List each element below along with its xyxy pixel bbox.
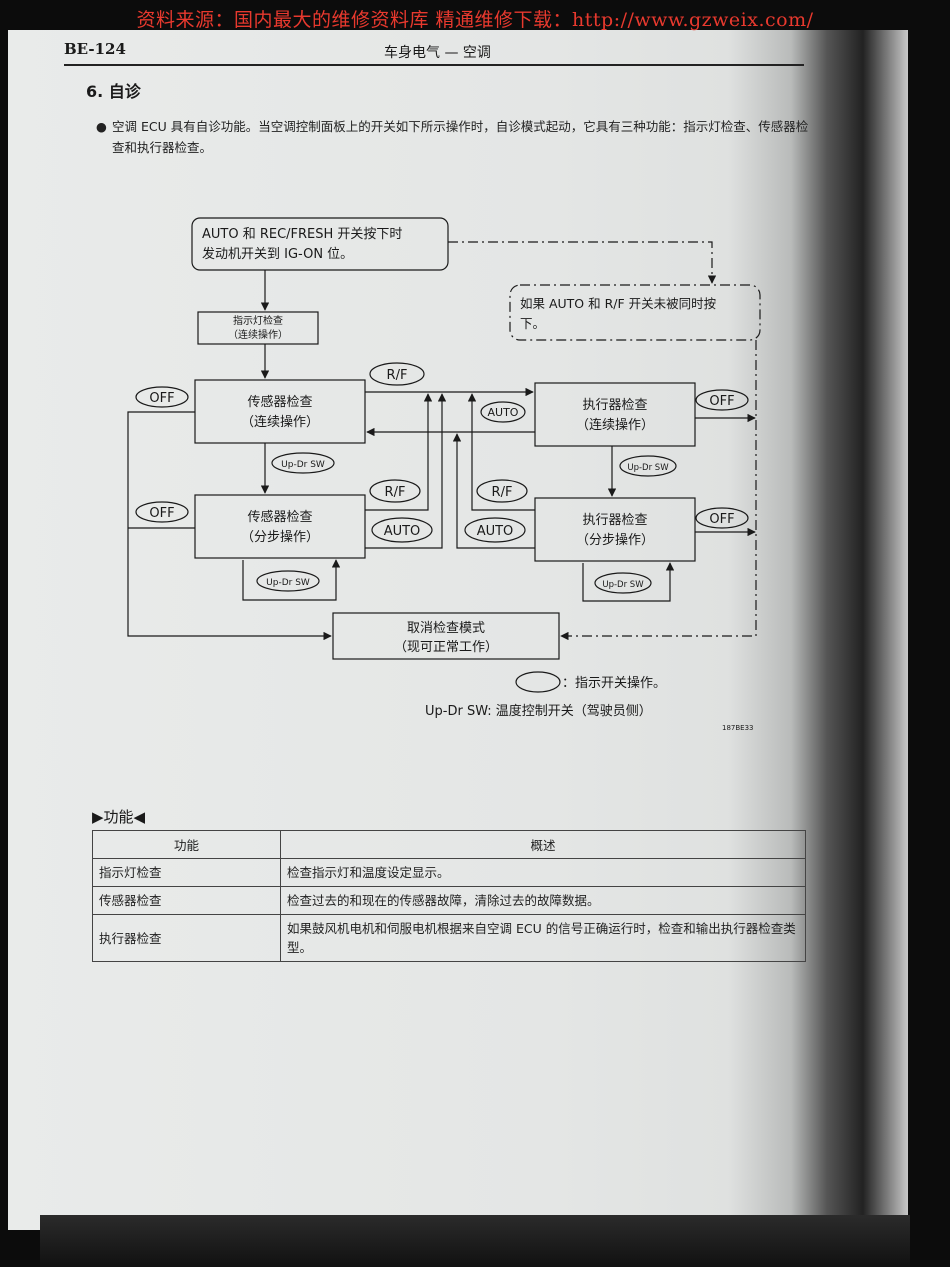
intro-paragraph: ● 空调 ECU 具有自诊功能。当空调控制面板上的开关如下所示操作时，自诊模式起… xyxy=(96,116,811,158)
paper-bottom-shadow xyxy=(40,1215,910,1267)
off-label: OFF xyxy=(149,506,174,521)
off-label: OFF xyxy=(709,512,734,527)
rf-switch-oval xyxy=(369,362,425,386)
table-header-row: 功能 概述 xyxy=(92,830,806,859)
bullet-icon: ● xyxy=(96,119,107,134)
table-row: 指示灯检查 检查指示灯和温度设定显示。 xyxy=(92,858,806,887)
auto-switch-oval xyxy=(371,517,433,543)
functions-table: 功能 概述 指示灯检查 检查指示灯和温度设定显示。 传感器检查 检查过去的和现在… xyxy=(92,830,806,962)
off-switch-oval xyxy=(695,507,749,529)
start-text-1: AUTO 和 REC/FRESH 开关按下时 xyxy=(202,227,402,242)
section-title: 6. 自诊 xyxy=(86,82,141,101)
column-header-summary: 概述 xyxy=(280,830,806,859)
legend-updr-text: Up-Dr SW: 温度控制开关（驾驶员侧） xyxy=(425,703,652,719)
auto-switch-oval xyxy=(464,517,526,543)
intro-text: 空调 ECU 具有自诊功能。当空调控制面板上的开关如下所示操作时，自诊模式起动，… xyxy=(112,119,809,155)
sensor-check-step-box xyxy=(194,494,366,559)
rf-label: R/F xyxy=(387,368,408,383)
off-switch-oval xyxy=(135,386,189,408)
updr-label: Up-Dr SW xyxy=(602,580,644,590)
updr-label: Up-Dr SW xyxy=(266,578,310,588)
function-name-cell: 执行器检查 xyxy=(92,914,281,962)
rf-label: R/F xyxy=(385,485,406,500)
indicator-check-box xyxy=(197,311,319,345)
column-header-function: 功能 xyxy=(92,830,281,859)
table-row: 执行器检查 如果鼓风机电机和伺服电机根据来自空调 ECU 的信号正确运行时，检查… xyxy=(92,914,806,962)
chapter-title: 车身电气 — 空调 xyxy=(384,45,491,61)
off-switch-oval xyxy=(695,389,749,411)
paper-sheet xyxy=(8,30,908,1230)
legend-oval xyxy=(515,671,561,693)
updr-switch-oval xyxy=(256,570,320,592)
cancel-check-mode-box xyxy=(332,612,560,660)
function-desc-cell: 检查指示灯和温度设定显示。 xyxy=(280,858,806,887)
sensor-cont-text-1: 传感器检查 xyxy=(247,394,312,410)
actuator-check-step-box xyxy=(534,497,696,562)
source-banner[interactable]: 资料来源：国内最大的维修资料库 精通维修下载：http://www.gzweix… xyxy=(136,9,814,31)
off-label: OFF xyxy=(709,394,734,409)
functions-heading: ▶功能◀ xyxy=(92,808,146,826)
alt-text-1: 如果 AUTO 和 R/F 开关未被同时按 xyxy=(520,296,716,311)
function-name-cell: 传感器检查 xyxy=(92,886,281,915)
function-desc-cell: 检查过去的和现在的传感器故障，清除过去的故障数据。 xyxy=(280,886,806,915)
indicator-text-2: （连续操作） xyxy=(228,328,288,341)
rf-switch-oval xyxy=(369,479,421,503)
updr-label: Up-Dr SW xyxy=(281,460,325,470)
sensor-step-text-1: 传感器检查 xyxy=(247,509,312,525)
indicator-text-1: 指示灯检查 xyxy=(233,314,283,327)
off-label: OFF xyxy=(149,391,174,406)
page-code: BE-124 xyxy=(64,40,126,58)
auto-label: AUTO xyxy=(384,524,421,539)
rf-switch-oval xyxy=(476,479,528,503)
running-header: BE-124 车身电气 — 空调 xyxy=(64,40,804,66)
actuator-check-continuous-box xyxy=(534,382,696,447)
start-box xyxy=(191,217,449,271)
sensor-step-text-2: （分步操作） xyxy=(241,529,319,545)
legend-switch-text: ：指示开关操作。 xyxy=(562,675,666,691)
updr-switch-oval xyxy=(594,572,652,594)
table-row: 传感器检查 检查过去的和现在的传感器故障，清除过去的故障数据。 xyxy=(92,886,806,915)
sensor-check-continuous-box xyxy=(194,379,366,444)
auto-label: AUTO xyxy=(477,524,514,539)
alt-text-2: 下。 xyxy=(520,316,545,331)
actuator-step-text-1: 执行器检查 xyxy=(582,513,647,528)
alt-condition-box xyxy=(509,284,761,341)
actuator-cont-text-1: 执行器检查 xyxy=(582,398,647,413)
auto-label: AUTO xyxy=(488,406,519,419)
updr-switch-oval xyxy=(619,455,677,477)
actuator-step-text-2: （分步操作） xyxy=(576,532,654,548)
updr-switch-oval xyxy=(271,452,335,474)
function-desc-cell: 如果鼓风机电机和伺服电机根据来自空调 ECU 的信号正确运行时，检查和输出执行器… xyxy=(280,914,806,962)
rf-label: R/F xyxy=(492,485,513,500)
auto-switch-oval xyxy=(480,401,526,423)
updr-label: Up-Dr SW xyxy=(627,463,669,473)
cancel-text-2: （现可正常工作） xyxy=(394,640,498,655)
off-switch-oval xyxy=(135,501,189,523)
function-name-cell: 指示灯检查 xyxy=(92,858,281,887)
actuator-cont-text-2: （连续操作） xyxy=(576,417,654,433)
cancel-text-1: 取消检查模式 xyxy=(407,621,485,636)
figure-code: 187BE33 xyxy=(722,724,754,732)
sensor-cont-text-2: （连续操作） xyxy=(241,414,319,430)
start-text-2: 发动机开关到 IG-ON 位。 xyxy=(202,246,353,262)
